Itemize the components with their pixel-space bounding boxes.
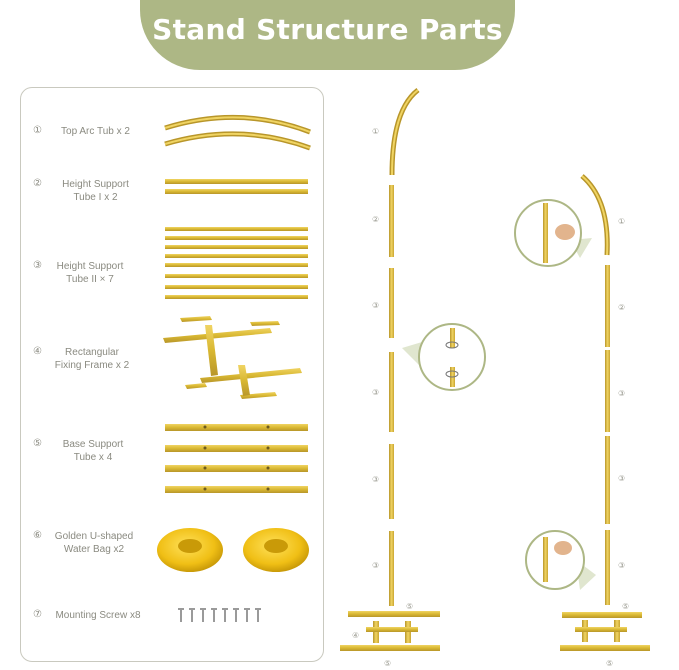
left-stand-assembly-icon: ① ② ③ ③ ③ ③ ⑤ ④ ⑤ (340, 88, 440, 668)
svg-text:①: ① (372, 127, 379, 136)
part-label-mounting-screw: Mounting Screw x8 (55, 610, 141, 621)
page-title: Stand Structure Parts (152, 13, 503, 46)
base-support-tube-icon (165, 424, 308, 493)
part-number: ⑤ (33, 438, 42, 449)
height-support-tube-1-icon (165, 179, 308, 194)
part-number: ⑦ (33, 609, 42, 620)
svg-text:③: ③ (618, 389, 625, 398)
title-banner: Stand Structure Parts (140, 0, 515, 70)
part-number: ④ (33, 346, 42, 357)
svg-text:③: ③ (618, 474, 625, 483)
svg-text:③: ③ (372, 561, 379, 570)
right-stand-assembly-icon: ① ② ③ ③ ③ ⑤ ⑤ (560, 174, 650, 668)
svg-text:③: ③ (372, 388, 379, 397)
part-number: ② (33, 178, 42, 189)
parts-list-panel (20, 87, 324, 662)
screw-detail-icon (514, 199, 592, 267)
svg-text:③: ③ (372, 475, 379, 484)
fixing-frame-icon (163, 316, 302, 399)
svg-text:⑤: ⑤ (384, 659, 391, 668)
svg-text:⑤: ⑤ (606, 659, 613, 668)
part-number: ① (33, 125, 42, 136)
svg-text:⑤: ⑤ (406, 602, 413, 611)
part-number: ⑥ (33, 530, 42, 541)
svg-text:④: ④ (352, 631, 359, 640)
svg-text:③: ③ (618, 561, 625, 570)
base-screw-detail-icon (525, 530, 596, 590)
top-arc-tube-icon (164, 114, 311, 151)
height-support-tube-2-icon (165, 227, 308, 299)
svg-text:②: ② (618, 303, 625, 312)
svg-text:②: ② (372, 215, 379, 224)
part-number: ③ (33, 260, 42, 271)
svg-text:⑤: ⑤ (622, 602, 629, 611)
svg-text:③: ③ (372, 301, 379, 310)
part-label-top-arc: Top Arc Tub x 2 (61, 126, 130, 137)
water-bag-icon (157, 528, 309, 572)
joint-detail-icon (402, 323, 486, 391)
svg-text:①: ① (618, 217, 625, 226)
mounting-screw-icon (178, 608, 261, 622)
